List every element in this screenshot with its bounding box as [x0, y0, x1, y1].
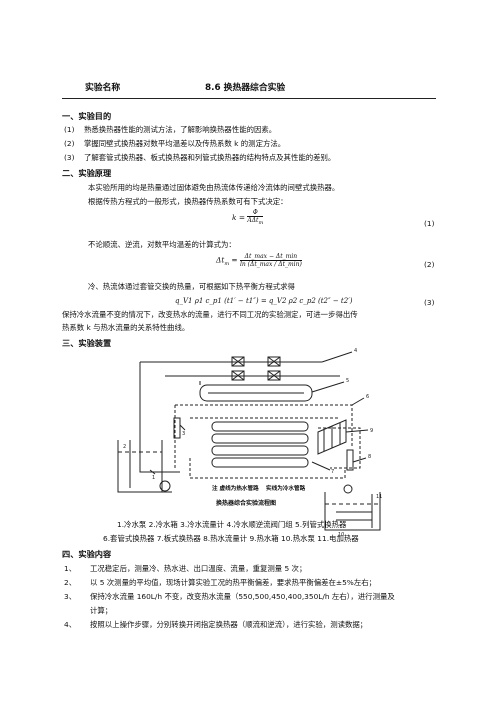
figure-label-7: 7 — [331, 469, 334, 475]
equation-3: q_V1 ρ1 c_p1 (t1′ − t1″) = q_V2 ρ2 c_p2 … — [175, 297, 353, 305]
list-item: 掌握同壁式换热器对数平均温差以及传热系数 k 的测定方法。 — [84, 139, 286, 148]
equation-1: k = Φ AΔtm — [232, 209, 264, 227]
list-item: 了解套管式换热器、板式换热器和列管式换热器的结构特点及其性能的差别。 — [84, 153, 336, 162]
equation-3-tag: (3) — [424, 298, 435, 307]
figure-label-8: 8 — [368, 454, 371, 460]
list-item: 以 5 次测量的平均值，现场计算实验工况的热平衡偏差，要求热平衡偏差在±5%左右… — [90, 578, 376, 587]
figure-label-4: 4 — [354, 348, 357, 354]
figure-label-6: 6 — [366, 394, 369, 400]
shell-tube-exchanger — [199, 384, 313, 402]
hot-water-pump — [343, 484, 353, 494]
section-heading-apparatus: 三、实验装置 — [62, 338, 112, 348]
double-pipe-exchanger — [211, 421, 309, 468]
section-heading-principle: 二、实验原理 — [62, 168, 112, 178]
figure-label-11: 11 — [376, 494, 382, 500]
equation-1-den-sub: m — [258, 220, 264, 227]
cold-water-pipe — [139, 362, 180, 473]
header-label: 实验名称 — [85, 83, 121, 93]
paragraph: 根据传热方程式的一般形式，换热器传热系数可有下式决定： — [88, 197, 288, 206]
cold-water-tank — [117, 440, 163, 493]
paragraph: 本实验所用的均是热量通过固体避免由热流体传递给冷流体的间壁式换热器。 — [88, 183, 340, 192]
equation-1-lhs: k = — [232, 213, 246, 223]
cold-water-flowmeter — [173, 417, 181, 439]
figure-legend-hot: 注 虚线为热水管路 — [212, 486, 259, 492]
figure-label-9: 9 — [370, 428, 373, 434]
cold-water-pump — [158, 480, 172, 493]
equation-1-numerator: Φ — [247, 209, 264, 217]
cold-water-valve-group — [231, 356, 281, 381]
hot-water-flowmeter — [346, 449, 354, 471]
section-heading-content: 四、实验内容 — [62, 549, 112, 559]
page-title: 8.6 换热器综合实验 — [205, 83, 286, 93]
list-item: 计算； — [90, 606, 113, 615]
parts-list-line-2: 6.套管式换热器 7.板式换热器 8.热水流量计 9.热水箱 10.热水泵 11… — [103, 534, 359, 543]
list-item-number: (3) — [64, 153, 75, 162]
equation-1-fraction: Φ AΔtm — [247, 209, 264, 227]
list-item-number: 2、 — [64, 578, 77, 587]
plate-exchanger — [317, 419, 347, 455]
header-rule — [62, 98, 436, 99]
equation-2-numerator: Δt_max − Δt_min — [239, 253, 302, 261]
list-item-number: 3、 — [64, 592, 77, 601]
figure-label-2: 2 — [123, 444, 126, 450]
hot-water-pipe — [174, 404, 361, 479]
equation-2-fraction: Δt_max − Δt_min ln (Δt_max / Δt_min) — [239, 253, 302, 268]
equation-1-den-text: AΔt — [247, 217, 259, 224]
list-item: 工况稳定后，测量冷、热水进、出口温度、流量，重复测量 5 次； — [90, 564, 307, 573]
figure-label-1: 1 — [152, 475, 155, 481]
paragraph: 保持冷水流量不变的情况下，改变热水的流量，进行不同工况的实验测定，可进一步得出传 — [62, 310, 358, 319]
equation-2-lhs-sub: m — [224, 260, 230, 267]
equation-1-tag: (1) — [424, 219, 435, 228]
equation-2-lhs: Δt — [216, 255, 225, 265]
figure-label-5: 5 — [346, 378, 349, 384]
list-item: 保持冷水流量 160L/h 不变，改变热水流量（550,500,450,400,… — [90, 592, 395, 601]
list-item: 熟悉换热器性能的测试方法，了解影响换热器性能的因素。 — [84, 125, 277, 134]
equation-2: Δtm = Δt_max − Δt_min ln (Δt_max / Δt_mi… — [216, 253, 302, 271]
equation-1-denominator: AΔtm — [247, 217, 263, 227]
paragraph: 热系数 k 与热水流量的关系特性曲线。 — [62, 323, 190, 332]
figure-legend-cold: 实线为冷水管路 — [266, 486, 306, 492]
list-item-number: 1、 — [64, 564, 77, 573]
equation-2-tag: (2) — [424, 260, 435, 269]
paragraph: 不论顺流、逆流，对数平均温差的计算式为： — [88, 240, 236, 249]
figure-caption: 换热器综合实验流程图 — [216, 500, 277, 507]
equation-2-equals: = — [229, 255, 240, 265]
list-item-number: 4、 — [64, 620, 77, 629]
list-item: 按照以上操作步骤，分别转换开闭指定换热器（顺流和逆流），进行实验，测读数据； — [90, 620, 368, 629]
figure-label-3: 3 — [182, 431, 185, 437]
section-heading-purpose: 一、实验目的 — [62, 111, 112, 121]
list-item-number: (2) — [64, 139, 75, 148]
list-item-number: (1) — [64, 125, 75, 134]
parts-list-line-1: 1.冷水泵 2.冷水箱 3.冷水流量计 4.冷水顺逆流阀门组 5.列管式换热器 — [117, 520, 347, 529]
paragraph: 冷、热流体通过套管交换的热量，可根据如下热平衡方程式求得 — [88, 282, 295, 291]
equation-2-denominator: ln (Δt_max / Δt_min) — [239, 261, 302, 268]
